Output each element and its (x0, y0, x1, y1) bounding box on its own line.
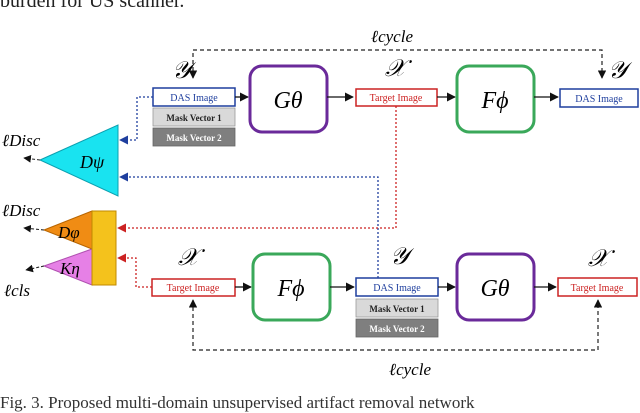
target-image-out-bottom-label: Target Image (571, 283, 624, 294)
generator-f-phi-bottom-label: Fϕ (276, 276, 304, 302)
loss-cls-label: ℓcls (4, 281, 30, 300)
loss-disc-top-arrow (23, 155, 41, 163)
das-image-label-bottom: DAS Image (373, 283, 421, 294)
target-image-label-top: Target Image (370, 93, 423, 104)
domain-y-bottom: 𝒴 (390, 244, 415, 270)
domain-y-top-right: 𝒴 (608, 58, 633, 84)
loss-disc-top-label: ℓDisc (2, 131, 41, 150)
generator-g-theta-top (248, 64, 329, 134)
red-path-bottom-target-to-dphi (117, 253, 152, 288)
caption-fragment: Fig. 3. Proposed multi-domain unsupervis… (0, 393, 475, 412)
generator-g-theta-bottom-label: Gθ (480, 276, 509, 302)
target-image-label-bottom: Target Image (167, 283, 220, 294)
discriminator-d-psi-label: Dψ (79, 152, 105, 172)
generator-f-phi-top (455, 64, 536, 134)
das-image-out-top (559, 88, 639, 108)
discriminator-d-psi (38, 124, 119, 197)
cycle-loss-top-path (188, 49, 607, 79)
mask-vector-2-top (152, 127, 236, 147)
generator-f-phi-top-label: Fϕ (480, 88, 508, 114)
blue-path-das-to-dpsi (119, 96, 153, 145)
mask-vector-2-label-bottom: Mask Vector 2 (369, 324, 425, 334)
loss-disc-bottom-label: ℓDisc (2, 201, 41, 220)
generator-g-theta-top-label: Gθ (273, 88, 302, 114)
das-image-out-top-label: DAS Image (575, 94, 623, 105)
discriminator-d-phi-label: Dφ (57, 223, 80, 242)
das-image-label-top: DAS Image (170, 93, 218, 104)
mask-vector-2-bottom (355, 318, 439, 338)
loss-cls-arrow (25, 264, 45, 273)
blue-path-das-bottom-to-dpsi (119, 172, 379, 278)
mask-vector-1-label-bottom: Mask Vector 1 (369, 304, 425, 314)
red-path-target-to-dphi (117, 106, 397, 233)
domain-x-top: 𝒳 (385, 56, 413, 82)
discriminator-shared-block (91, 210, 117, 286)
header-fragment: burden for US scanner. (0, 0, 185, 12)
target-image-out-bottom (557, 277, 638, 297)
classifier-k-eta-label: Kη (59, 259, 80, 278)
cycle-loss-bottom-path (188, 299, 603, 351)
cycle-loss-top-label: ℓcycle (371, 27, 413, 46)
mask-vector-2-label-top: Mask Vector 2 (166, 133, 222, 143)
cycle-loss-bottom-label: ℓcycle (389, 360, 431, 379)
mask-vector-1-top (152, 107, 236, 127)
loss-disc-bottom-arrow (23, 224, 45, 233)
domain-x-bottom-right: 𝒳 (588, 246, 616, 272)
mask-vector-1-label-top: Mask Vector 1 (166, 113, 222, 123)
domain-x-bottom: 𝒳 (178, 245, 206, 271)
